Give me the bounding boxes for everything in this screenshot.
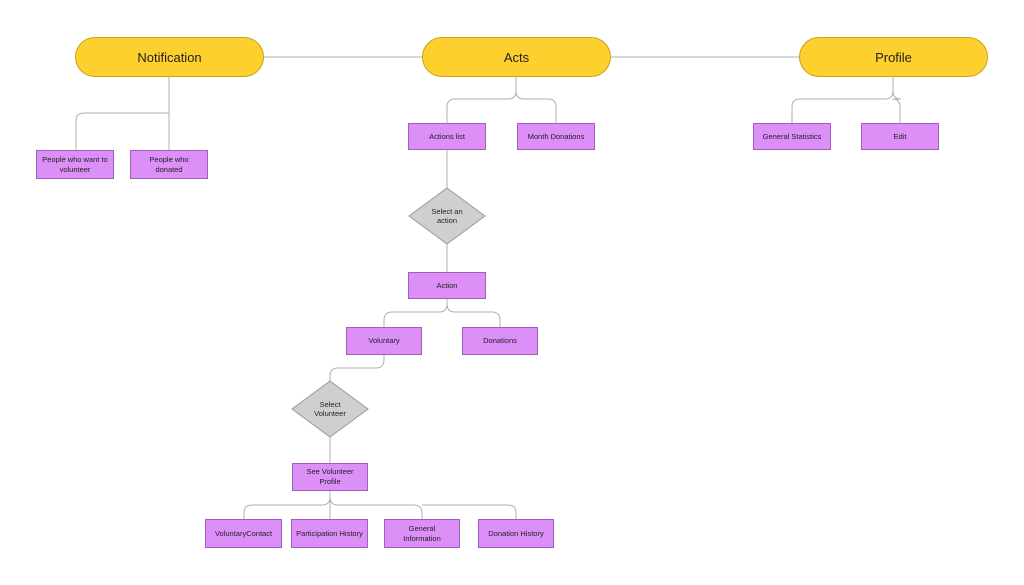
node-general-information[interactable]: General Information xyxy=(384,519,460,548)
node-edit[interactable]: Edit xyxy=(861,123,939,150)
connector-notification-children xyxy=(75,77,170,150)
node-voluntary-label: Voluntary xyxy=(368,336,400,345)
node-people-want-volunteer[interactable]: People who want to volunteer xyxy=(36,150,114,179)
connector-acts-children xyxy=(446,77,557,123)
connector-voluntary-decision xyxy=(329,355,385,381)
node-people-who-donated-label: People who donated xyxy=(149,154,189,174)
node-acts-label: Acts xyxy=(503,49,530,65)
decision-select-volunteer-label: Select Volunteer xyxy=(314,400,346,418)
node-acts[interactable]: Acts xyxy=(422,37,611,77)
node-action[interactable]: Action xyxy=(408,272,486,299)
node-actions-list[interactable]: Actions list xyxy=(408,123,486,150)
node-see-volunteer-profile[interactable]: See Volunteer Profile xyxy=(292,463,368,491)
node-participation-history[interactable]: Participation History xyxy=(291,519,368,548)
node-people-who-donated[interactable]: People who donated xyxy=(130,150,208,179)
connector-profile-children xyxy=(791,77,902,123)
node-month-donations[interactable]: Month Donations xyxy=(517,123,595,150)
node-donation-history[interactable]: Donation History xyxy=(478,519,554,548)
node-people-want-volunteer-label: People who want to volunteer xyxy=(42,154,108,174)
decision-select-action-shape xyxy=(408,187,486,245)
node-notification[interactable]: Notification xyxy=(75,37,264,77)
node-donation-history-label: Donation History xyxy=(488,528,544,538)
node-participation-history-label: Participation History xyxy=(296,528,363,538)
connector-action-children xyxy=(383,299,501,327)
node-general-statistics[interactable]: General Statistics xyxy=(753,123,831,150)
node-voluntary[interactable]: Voluntary xyxy=(346,327,422,355)
connector-profile-view-children xyxy=(243,491,517,519)
node-profile-label: Profile xyxy=(875,49,912,65)
node-month-donations-label: Month Donations xyxy=(527,131,585,141)
node-voluntary-contact[interactable]: VoluntaryContact xyxy=(205,519,282,548)
node-edit-label: Edit xyxy=(893,131,907,141)
node-general-information-label: General Information xyxy=(403,523,441,543)
node-donations[interactable]: Donations xyxy=(462,327,538,355)
node-donations-label: Donations xyxy=(483,336,517,345)
decision-select-volunteer[interactable]: Select Volunteer xyxy=(292,381,368,437)
node-see-volunteer-profile-label: See Volunteer Profile xyxy=(306,467,354,486)
node-voluntary-contact-label: VoluntaryContact xyxy=(214,528,273,538)
decision-select-action-label: Select an action xyxy=(431,207,463,225)
node-actions-list-label: Actions list xyxy=(429,131,465,141)
node-action-label: Action xyxy=(436,280,458,290)
node-notification-label: Notification xyxy=(137,49,202,65)
decision-select-volunteer-shape xyxy=(291,380,369,438)
node-general-statistics-label: General Statistics xyxy=(762,131,822,141)
node-profile[interactable]: Profile xyxy=(799,37,988,77)
decision-select-action[interactable]: Select an action xyxy=(409,188,485,244)
